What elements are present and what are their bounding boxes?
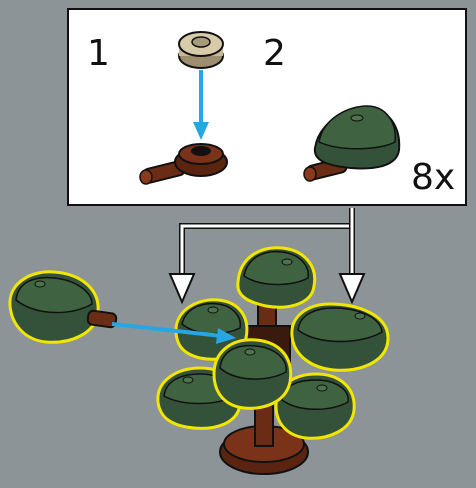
blue-arrow-icon [111,322,236,344]
white-connector-arrow [168,208,366,305]
leaf-piece-right [290,302,390,372]
leaf-piece-bottom-right [274,372,356,440]
step-number-1: 1 [87,33,110,74]
leaf-piece-detached [8,270,118,344]
round-plate-piece [178,31,224,69]
step-number-2: 2 [263,33,286,74]
assembled-leaf-piece [303,105,401,182]
sub-assembly-callout: 1 2 8x [67,8,467,206]
blue-arrow-icon [193,70,209,140]
callout-illustration [139,31,401,185]
leaf-piece-front [212,338,293,410]
leaf-piece-top [236,246,317,309]
quantity-label: 8x [411,157,456,198]
brown-bar-clip-piece [139,143,228,185]
